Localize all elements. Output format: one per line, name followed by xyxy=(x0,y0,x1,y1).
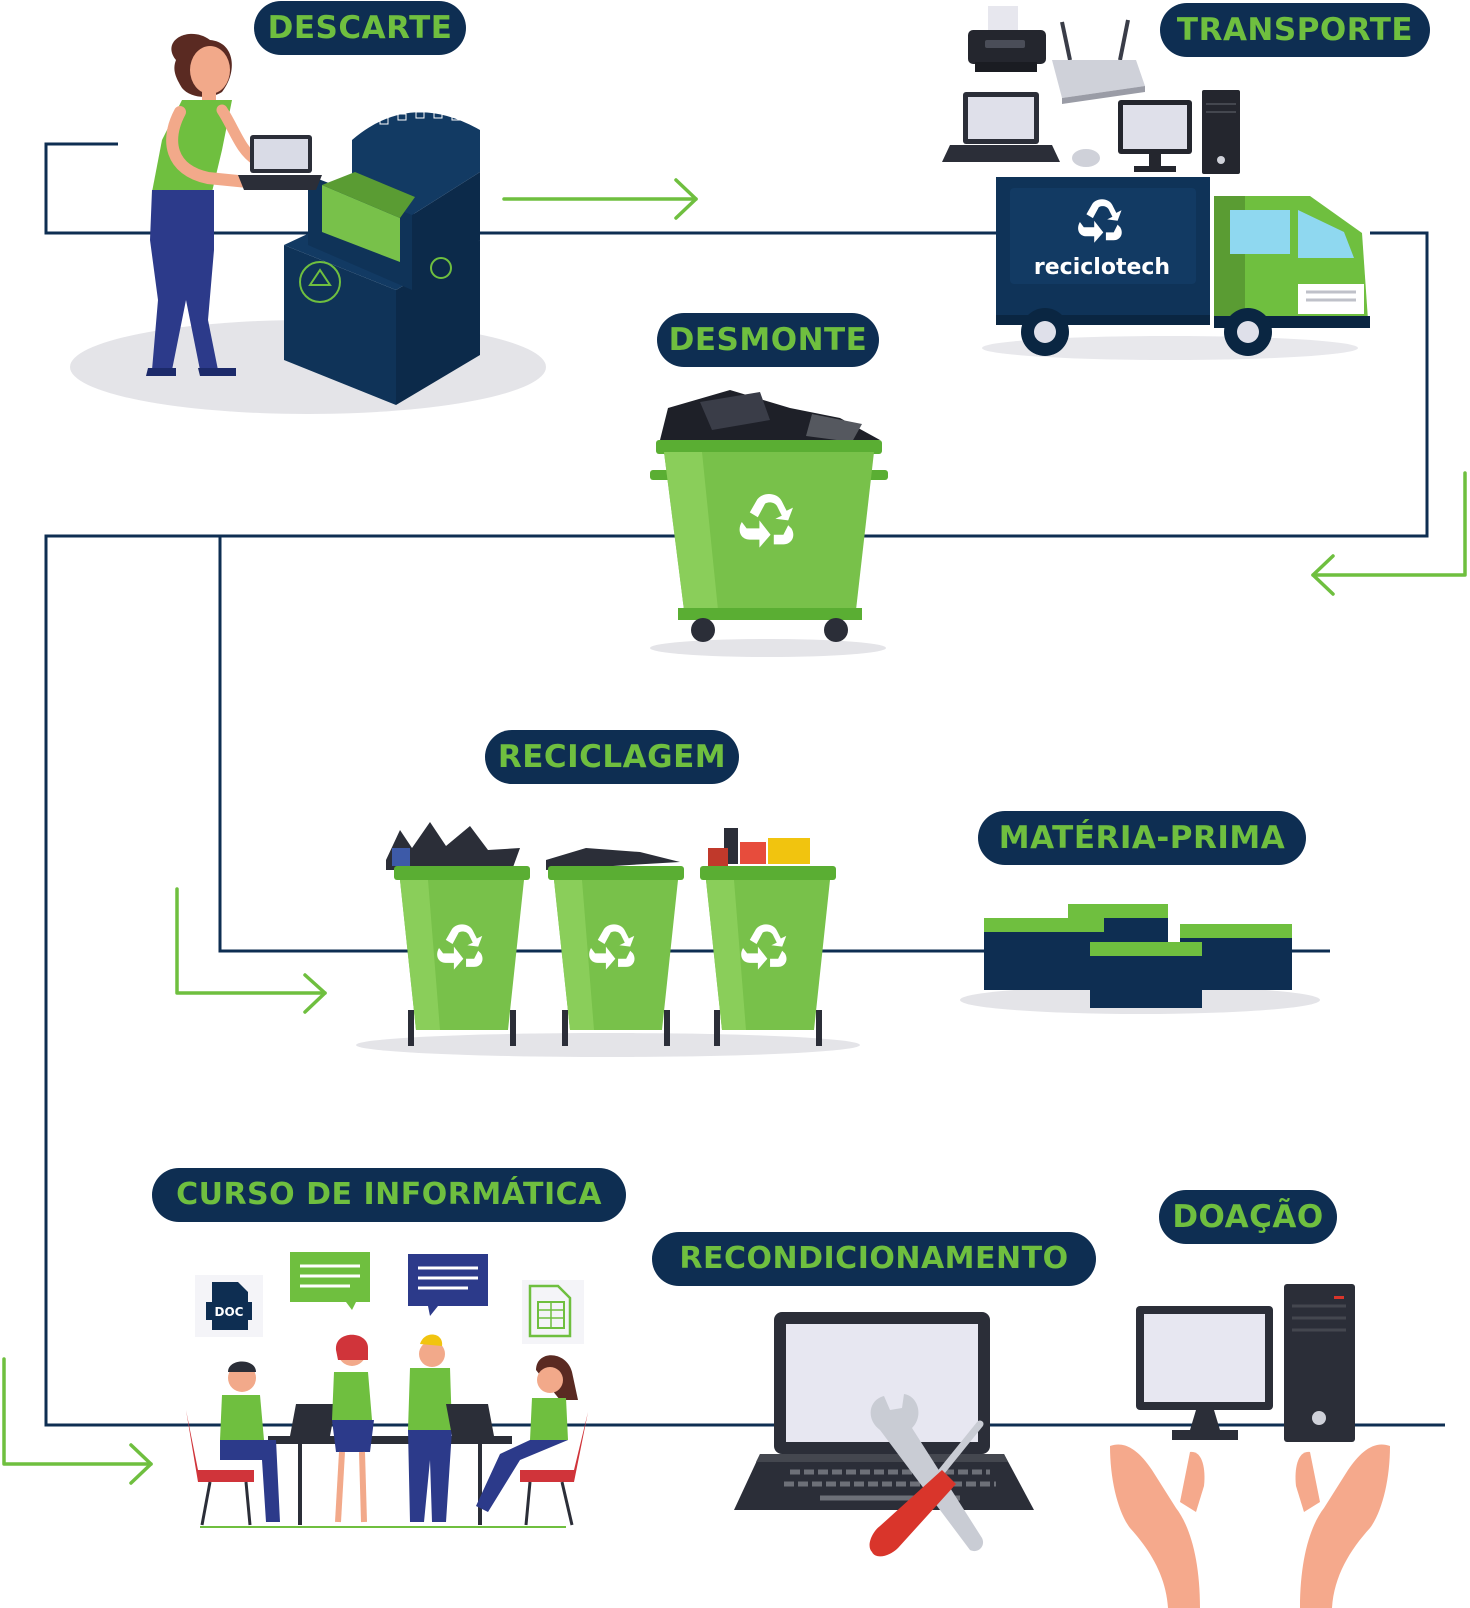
document-icon: DOC xyxy=(195,1275,263,1337)
arrow-descarte-transporte xyxy=(502,178,698,220)
laptop-icon xyxy=(446,1404,494,1436)
stage-label-reciclagem: RECICLAGEM xyxy=(485,730,739,784)
arrow-to-curso xyxy=(2,1357,153,1485)
stage-label-curso: CURSO DE INFORMÁTICA xyxy=(152,1168,626,1222)
printer-icon xyxy=(968,6,1046,72)
truck-brand-text: reciclotech xyxy=(1033,255,1171,280)
recycle-bin-icon xyxy=(386,822,530,1046)
person-icon xyxy=(476,1355,588,1526)
person-icon xyxy=(332,1334,374,1523)
truck-icon xyxy=(996,177,1370,356)
material-stack-icon xyxy=(960,904,1320,1014)
flow-arrows xyxy=(2,178,1467,1485)
mouse-icon xyxy=(1072,149,1100,167)
screwdriver-icon xyxy=(869,1420,984,1557)
router-icon xyxy=(1052,19,1145,104)
descarte-illustration xyxy=(70,33,546,414)
doc-label: DOC xyxy=(215,1305,244,1319)
laptop-icon xyxy=(734,1312,1034,1510)
reciclagem-illustration xyxy=(356,822,860,1057)
spreadsheet-icon xyxy=(522,1280,584,1344)
chat-bubble-icon xyxy=(408,1254,488,1316)
tower-pc-icon xyxy=(1202,90,1240,174)
arrow-transporte-desmonte xyxy=(1311,471,1467,596)
recycle-bin-icon xyxy=(546,848,684,1046)
stage-label-desmonte: DESMONTE xyxy=(657,313,879,367)
stage-label-doacao: DOAÇÃO xyxy=(1159,1190,1337,1244)
transporte-illustration xyxy=(942,6,1370,360)
person-icon xyxy=(408,1334,452,1522)
laptop-icon xyxy=(290,1404,336,1436)
chat-bubble-icon xyxy=(290,1252,370,1310)
monitor-icon xyxy=(1136,1306,1273,1440)
stage-label-materia-prima: MATÉRIA-PRIMA xyxy=(978,811,1306,865)
collection-box-icon xyxy=(284,111,480,405)
monitor-icon xyxy=(1118,100,1192,172)
stage-label-recondicionamento: RECONDICIONAMENTO xyxy=(652,1232,1096,1286)
recycle-bin-icon xyxy=(700,828,836,1046)
line-desmonte-to-reciclagem xyxy=(218,536,1330,953)
stage-label-descarte: DESCARTE xyxy=(254,1,466,55)
wrench-icon xyxy=(870,1394,984,1552)
hands-icon xyxy=(1110,1444,1390,1608)
laptop-icon xyxy=(238,135,322,190)
stage-label-transporte: TRANSPORTE xyxy=(1160,3,1430,57)
arrow-to-reciclagem xyxy=(175,887,327,1014)
laptop-icon xyxy=(942,92,1060,162)
curso-illustration: DOC xyxy=(186,1252,588,1528)
tower-pc-icon xyxy=(1284,1284,1355,1442)
doacao-illustration xyxy=(1110,1284,1390,1608)
person-icon xyxy=(186,1361,280,1526)
dumpster-icon xyxy=(650,390,888,642)
line-descarte-loop xyxy=(44,142,1005,235)
desmonte-illustration xyxy=(650,390,888,657)
recondicionamento-illustration xyxy=(734,1312,1034,1557)
